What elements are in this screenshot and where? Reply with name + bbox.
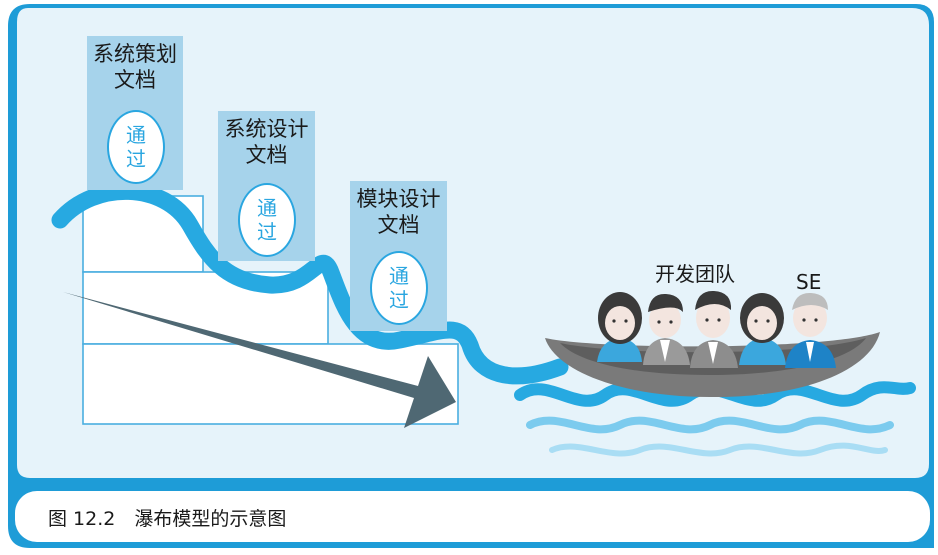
- pass-badge: 通 过: [238, 183, 296, 257]
- figure-caption: 图 12.2 瀑布模型的示意图: [48, 508, 287, 530]
- doc-title: 模块设计 文档: [356, 187, 441, 237]
- team-member-1: [597, 292, 642, 362]
- doc-card-system-planning: 系统策划 文档 通 过: [87, 36, 183, 190]
- doc-card-module-design: 模块设计 文档 通 过: [350, 181, 447, 331]
- pass-badge: 通 过: [107, 110, 165, 184]
- team-members: [597, 290, 836, 368]
- waterfall-stream: [51, 182, 569, 385]
- doc-title: 系统设计 文档: [224, 117, 309, 167]
- pass-badge: 通 过: [370, 251, 428, 325]
- doc-card-system-design: 系统设计 文档 通 过: [218, 111, 315, 261]
- flow-arrow: [63, 292, 456, 428]
- caption-bar: [15, 491, 930, 542]
- doc-title: 系统策划 文档: [93, 42, 177, 92]
- team-member-4: [739, 293, 786, 365]
- team-member-se: [785, 292, 836, 368]
- team-member-2: [643, 293, 690, 365]
- team-member-3: [690, 290, 738, 368]
- team-label: 开发团队: [655, 262, 735, 286]
- se-label: SE: [796, 270, 822, 294]
